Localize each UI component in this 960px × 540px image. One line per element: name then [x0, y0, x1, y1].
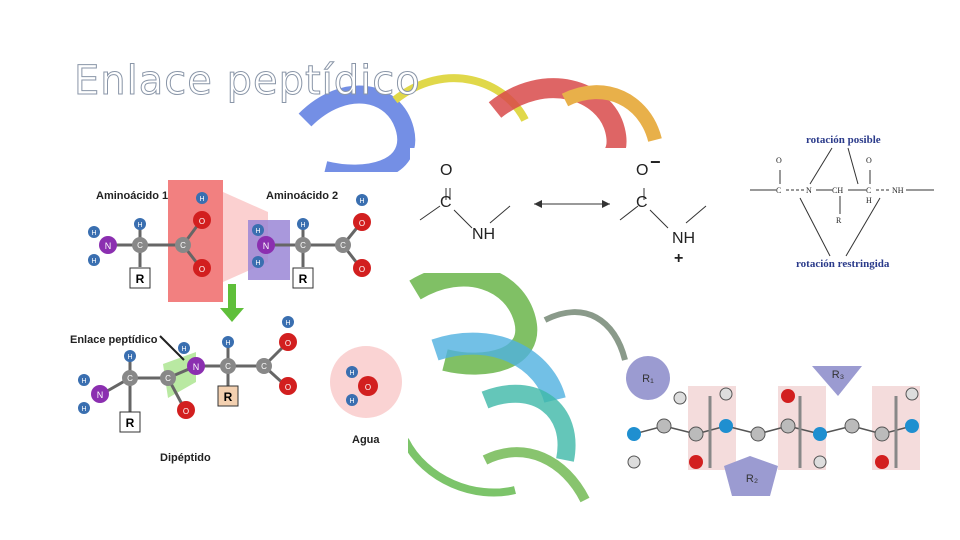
- res-left-nh: NH: [472, 226, 496, 243]
- rotation-svg: [750, 147, 934, 257]
- svg-text:H: H: [300, 222, 305, 229]
- svg-text:H: H: [285, 320, 290, 327]
- peptide-formation-diagram: N H H C H R C O H O N H H C H R C O H O: [68, 172, 408, 470]
- svg-text:C: C: [127, 374, 133, 383]
- rotation-diagram: rotación posible O O C N CH C NH H R rot…: [748, 128, 938, 276]
- svg-text:H: H: [349, 398, 354, 405]
- rot-o1: O: [776, 156, 782, 165]
- svg-text:N: N: [97, 390, 104, 400]
- resonance-svg: [419, 188, 707, 229]
- r3-sidechain: [812, 366, 862, 396]
- svg-text:H: H: [181, 346, 186, 353]
- rotation-restricted-label: rotación restringida: [796, 258, 890, 270]
- svg-text:R₂: R₂: [746, 473, 758, 485]
- svg-text:R: R: [299, 272, 308, 286]
- svg-text:R: R: [136, 272, 145, 286]
- svg-text:H: H: [91, 230, 96, 237]
- peptide-bond-label: Enlace peptídico: [70, 334, 158, 346]
- svg-text:R: R: [126, 416, 135, 430]
- svg-text:H: H: [137, 222, 142, 229]
- dipeptide-label: Dipéptido: [160, 452, 211, 464]
- rot-h: H: [866, 196, 872, 205]
- res-left-c: C: [440, 194, 452, 211]
- slide-title: Enlace peptídico: [74, 58, 421, 105]
- svg-text:O: O: [285, 339, 291, 348]
- svg-text:R₃: R₃: [832, 369, 844, 381]
- svg-text:C: C: [340, 241, 346, 250]
- res-minus: −: [650, 152, 661, 172]
- svg-text:H: H: [255, 228, 260, 235]
- res-right-nh: NH: [672, 230, 696, 247]
- aa1-label: Aminoácido 1: [96, 190, 169, 202]
- svg-text:H: H: [81, 406, 86, 413]
- rot-o2: O: [866, 156, 872, 165]
- r2-sidechain: [724, 456, 778, 496]
- svg-text:N: N: [263, 241, 270, 251]
- svg-text:H: H: [225, 340, 230, 347]
- svg-text:C: C: [261, 362, 267, 371]
- svg-text:N: N: [193, 362, 200, 372]
- formation-svg: N H H C H R C O H O N H H C H R C O H O: [78, 180, 402, 433]
- green-arrow: [228, 284, 236, 310]
- svg-text:H: H: [199, 196, 204, 203]
- res-right-o: O: [636, 162, 649, 179]
- svg-text:O: O: [359, 219, 365, 228]
- res-right-c: C: [636, 194, 648, 211]
- svg-text:O: O: [183, 407, 189, 416]
- svg-text:O: O: [365, 383, 371, 392]
- r1-sidechain: [626, 356, 670, 400]
- svg-text:H: H: [359, 198, 364, 205]
- svg-text:C: C: [300, 241, 306, 250]
- resonance-diagram: O C NH O − C NH +: [410, 148, 730, 273]
- svg-text:O: O: [359, 265, 365, 274]
- rotation-possible-label: rotación posible: [806, 134, 881, 146]
- rot-nh: NH: [892, 186, 904, 195]
- peptide-plane-diagram: R₁ R₃ R₂: [620, 350, 940, 510]
- svg-text:H: H: [127, 354, 132, 361]
- svg-text:O: O: [199, 217, 205, 226]
- water-label: Agua: [352, 434, 380, 446]
- svg-text:R₁: R₁: [642, 373, 654, 385]
- rot-ch: CH: [832, 186, 844, 195]
- svg-text:H: H: [91, 258, 96, 265]
- rot-n: N: [806, 186, 812, 195]
- svg-text:O: O: [285, 383, 291, 392]
- svg-text:O: O: [199, 265, 205, 274]
- rot-c1: C: [776, 186, 782, 195]
- svg-text:C: C: [180, 241, 186, 250]
- svg-text:C: C: [165, 374, 171, 383]
- plane-svg: R₁ R₃ R₂: [626, 356, 920, 496]
- svg-text:N: N: [105, 241, 112, 251]
- res-plus: +: [674, 250, 684, 267]
- res-left-o: O: [440, 162, 453, 179]
- svg-text:H: H: [255, 260, 260, 267]
- svg-text:R: R: [224, 390, 233, 404]
- svg-text:C: C: [137, 241, 143, 250]
- svg-text:H: H: [349, 370, 354, 377]
- rot-c2: C: [866, 186, 872, 195]
- svg-text:H: H: [81, 378, 86, 385]
- svg-text:C: C: [225, 362, 231, 371]
- aa2-label: Aminoácido 2: [266, 190, 339, 202]
- rot-r: R: [836, 216, 842, 225]
